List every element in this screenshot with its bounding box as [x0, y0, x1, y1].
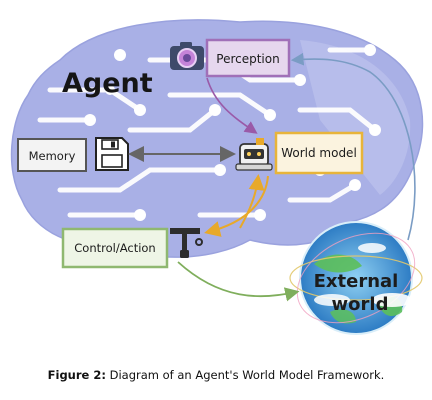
camera-icon: [170, 42, 204, 70]
arrow-control-to-external-world: [177, 261, 300, 302]
arrow-perception-to-world-model: [206, 77, 258, 134]
robotic-arm-icon: [170, 228, 203, 258]
floppy-disk-icon: [95, 137, 129, 171]
robot-head-icon: [235, 138, 273, 171]
caption-label: Figure 2:: [47, 368, 106, 382]
globe-icon: [289, 221, 423, 335]
figure-caption: Figure 2: Diagram of an Agent's World Mo…: [0, 368, 432, 382]
perception-label: Perception: [216, 52, 279, 66]
memory-label: Memory: [29, 149, 76, 163]
agent-title: Agent: [62, 68, 153, 99]
perception-node: Perception: [205, 38, 291, 78]
external-world-label-line1: External: [314, 271, 399, 292]
diagram-canvas: Agent Perception Memory World: [10, 19, 424, 335]
caption-text: Diagram of an Agent's World Model Framew…: [109, 368, 385, 382]
arrow-control-to-world-model: [239, 174, 265, 229]
agent-cloud-highlight: [300, 40, 411, 195]
control-action-node: Control/Action: [61, 227, 169, 269]
arrow-external-world-to-perception: [290, 52, 416, 241]
world-model-node: World model: [274, 131, 364, 175]
arrow-world-model-to-control: [204, 175, 269, 237]
control-action-label: Control/Action: [74, 241, 155, 255]
memory-node: Memory: [17, 138, 87, 172]
world-model-label: World model: [281, 146, 357, 160]
external-world-label-line2: world: [332, 294, 389, 315]
